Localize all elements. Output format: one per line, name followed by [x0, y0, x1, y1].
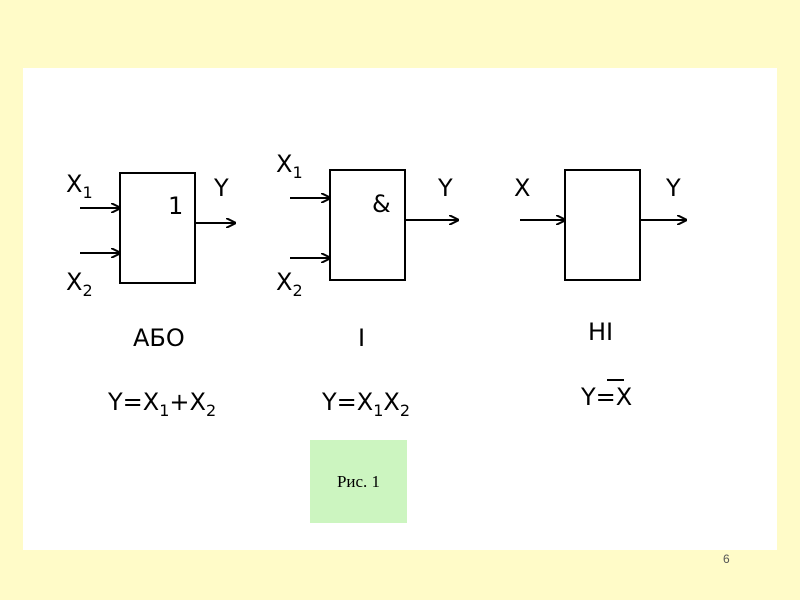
figure-caption: Рис. 1: [310, 440, 407, 523]
gate-or-input2-label: X2: [66, 268, 93, 300]
gate-or: X1 X2 1 Y АБО Y=X1+X2: [66, 170, 235, 420]
gate-and-input2-label: X2: [276, 268, 303, 300]
gate-or-box: [119, 172, 196, 284]
gate-and: X1 X2 & Y І Y=X1X2: [276, 150, 458, 420]
gate-or-symbol: 1: [168, 192, 183, 220]
gate-and-formula: Y=X1X2: [321, 388, 410, 420]
gate-and-symbol: &: [372, 190, 391, 218]
gate-and-output-label: Y: [437, 174, 453, 202]
gate-not-input-label: X: [514, 174, 530, 202]
gate-and-name: І: [358, 324, 365, 352]
gate-and-input1-label: X1: [276, 150, 303, 182]
gate-not-box: [564, 169, 641, 281]
gate-not: X Y НІ Y=X: [514, 169, 686, 411]
gate-or-formula: Y=X1+X2: [107, 388, 216, 420]
gate-and-box: [329, 169, 406, 281]
gate-or-input1-label: X1: [66, 170, 93, 202]
page-number: 6: [723, 552, 730, 566]
gate-or-output-label: Y: [213, 174, 229, 202]
gate-not-name: НІ: [588, 318, 613, 346]
gate-or-name: АБО: [133, 324, 185, 352]
gate-not-formula: Y=X: [580, 383, 632, 411]
gate-not-output-label: Y: [665, 174, 681, 202]
